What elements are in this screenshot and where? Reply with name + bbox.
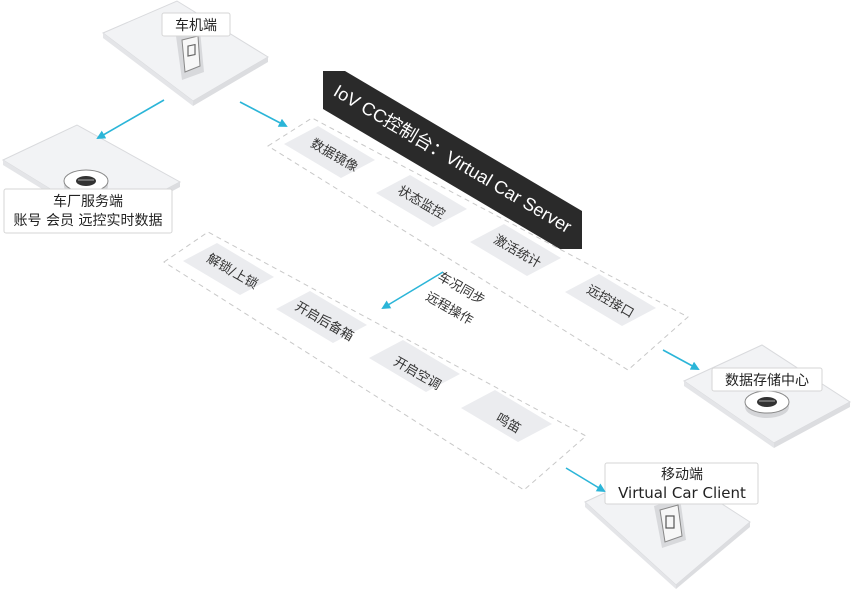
flow-arrows [96, 99, 700, 493]
oem-label-box [3, 188, 173, 234]
mobile-label-line2: Virtual Car Client [618, 484, 746, 502]
oem-node: 车厂服务端 账号 会员 远控实时数据 [1, 124, 182, 234]
console-module-tile: 远控接口 [565, 274, 656, 326]
operation-tile: 解锁/上锁 [183, 243, 274, 295]
arrow-console-to-storage [662, 349, 700, 370]
operation-tile: 开启后备箱 [276, 291, 367, 345]
mobile-label-line1: 移动端 [661, 467, 703, 483]
operation-tile: 鸣笛 [461, 390, 552, 442]
mobile-label-box [604, 462, 759, 505]
arrow-console-to-operations [381, 271, 444, 310]
storage-disk-icon [744, 390, 790, 418]
storage-label: 数据存储中心 [725, 373, 809, 389]
vehicle-label-box [161, 12, 231, 37]
oem-label-line1: 车厂服务端 [53, 193, 123, 210]
vehicle-node: 车机端 [102, 0, 269, 106]
oem-label-line2: 账号 会员 远控实时数据 [14, 213, 163, 229]
vehicle-label: 车机端 [175, 17, 217, 34]
arrow-vehicle-to-oem [96, 99, 165, 139]
storage-label-box [711, 367, 823, 392]
arrow-operations-to-mobile [565, 467, 606, 493]
car-unit-icon [176, 30, 204, 80]
operation-tile: 开启空调 [369, 340, 460, 393]
operations-group: 解锁/上锁 开启后备箱 开启空调 鸣笛 [163, 231, 587, 491]
console-dashed-border [267, 117, 689, 371]
arrow-vehicle-to-console [239, 101, 288, 127]
console-module-tile: 数据镜像 [284, 126, 375, 178]
storage-node: 数据存储中心 [682, 344, 851, 448]
mobile-device-icon [654, 498, 686, 548]
mobile-node: 移动端 Virtual Car Client [584, 462, 759, 589]
